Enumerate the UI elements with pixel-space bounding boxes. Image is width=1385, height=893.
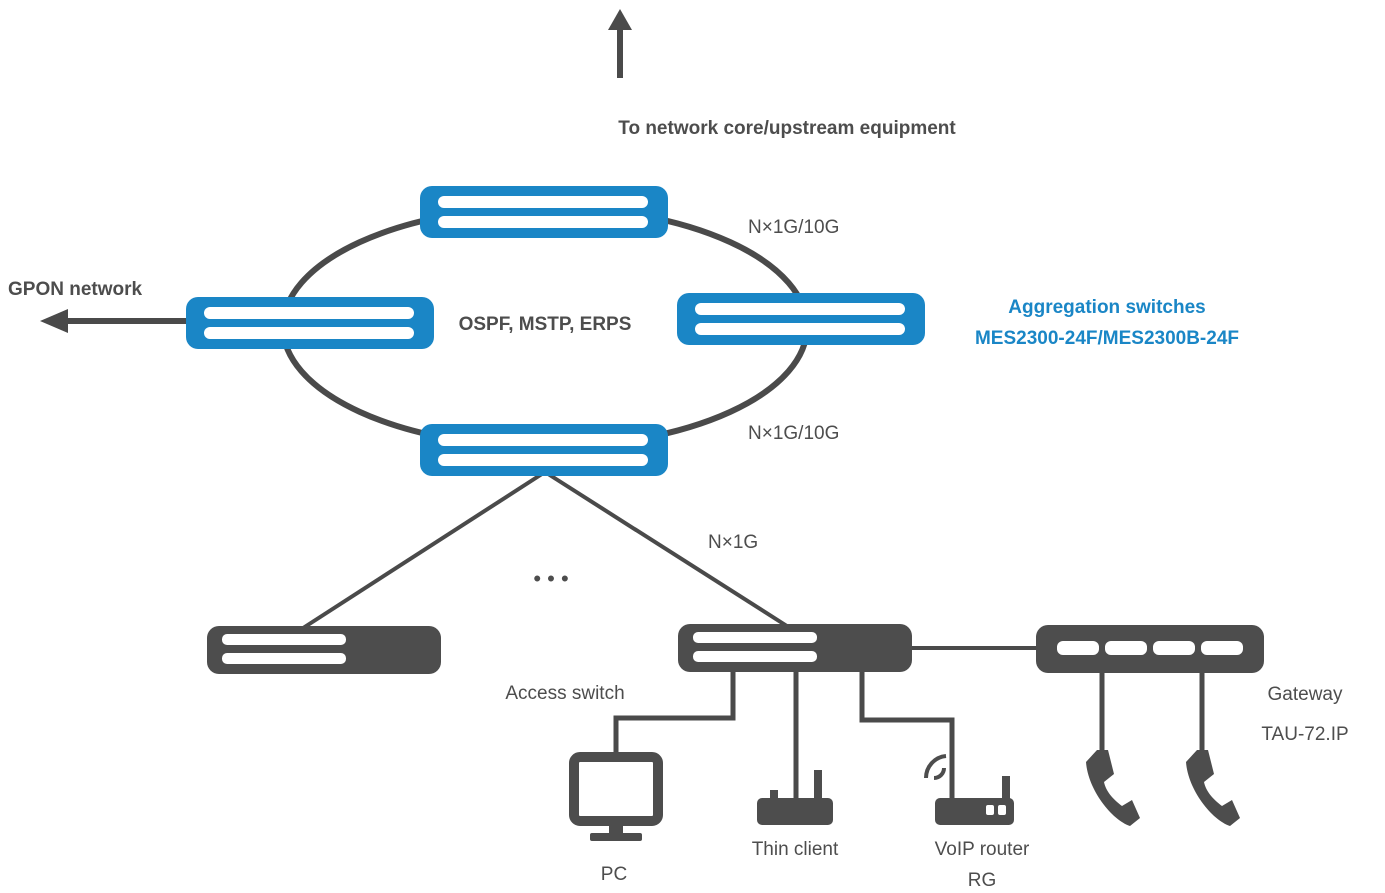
thin-client-icon: [757, 770, 833, 825]
phone-icon-right: [1186, 750, 1240, 826]
aggregation-model: MES2300-24F/MES2300B-24F: [975, 328, 1239, 349]
link-voip-router: [859, 672, 955, 800]
gpon-arrow: [40, 309, 188, 333]
gateway-title: Gateway: [1268, 684, 1343, 705]
aggregation-title: Aggregation switches: [1008, 297, 1205, 318]
pc-label: PC: [601, 864, 627, 885]
access-link-label: N×1G: [708, 532, 758, 553]
thin-client-label: Thin client: [752, 839, 839, 860]
voip-router-label: VoIP router: [935, 839, 1030, 860]
ring-link-label-top: N×1G/10G: [748, 217, 839, 238]
gpon-label: GPON network: [8, 279, 143, 300]
access-switch-right: [678, 624, 912, 672]
gateway-device: [1036, 625, 1264, 673]
access-switch-left: [207, 626, 441, 674]
ellipsis: • • •: [533, 566, 568, 591]
upstream-arrow: [608, 9, 632, 78]
pc-icon: [569, 752, 663, 841]
aggregation-switch-left: [186, 297, 434, 349]
gateway-model: TAU-72.IP: [1261, 724, 1348, 745]
phone-icon-left: [1086, 750, 1140, 826]
aggregation-switch-top: [420, 186, 668, 238]
link-pc: [613, 672, 736, 758]
upstream-label: To network core/upstream equipment: [618, 118, 956, 139]
ring-link-label-bottom: N×1G/10G: [748, 423, 839, 444]
uplink-left: [298, 470, 547, 632]
voip-router-icon: [923, 754, 1014, 825]
aggregation-switch-right: [677, 293, 925, 345]
uplink-right: [543, 470, 792, 630]
aggregation-switch-bottom: [420, 424, 668, 476]
protocols-label: OSPF, MSTP, ERPS: [459, 314, 632, 335]
access-switch-label: Access switch: [505, 683, 624, 704]
voip-router-label-rg: RG: [968, 870, 997, 891]
